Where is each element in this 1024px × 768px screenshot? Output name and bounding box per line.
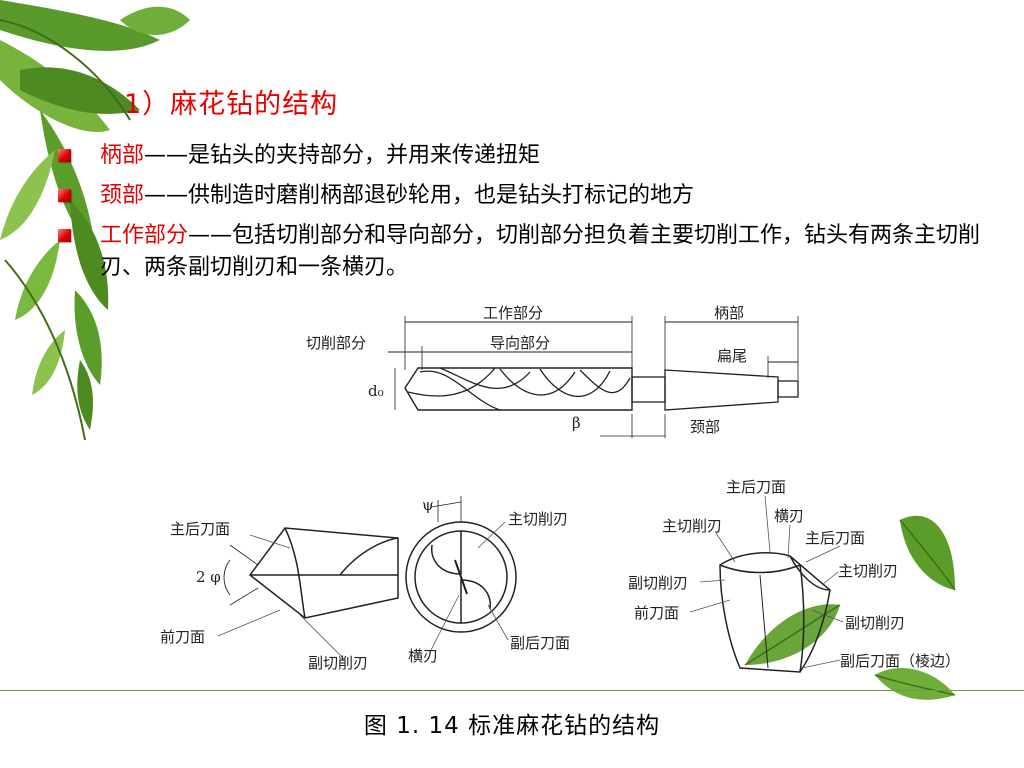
label-tang: 扁尾 [717, 347, 747, 365]
bullet-marker [58, 229, 71, 242]
bullet-working-part: 工作部分——包括切削部分和导向部分，切削部分担负着主要切削工作，钻头有两条主切削… [52, 220, 982, 284]
label-main-flank: 主后刀面 [170, 520, 230, 538]
bullet-shank: 柄部——是钻头的夹持部分，并用来传递扭矩 [52, 140, 982, 172]
desc-neck: ——供制造时磨削柄部退砂轮用，也是钻头打标记的地方 [144, 183, 695, 208]
bullet-marker [58, 149, 71, 162]
desc-working-part: ——包括切削部分和导向部分，切削部分担负着主要切削工作，钻头有两条主切削刃、两条… [100, 223, 981, 280]
term-shank: 柄部 [100, 143, 145, 168]
label-3d-minor-flank-edge: 副后刀面（棱边） [840, 652, 960, 670]
drill-tip-3d-view [719, 552, 831, 673]
desc-shank: ——是钻头的夹持部分，并用来传递扭矩 [144, 143, 541, 168]
label-3d-minor-cutting-edge-left: 副切削刃 [628, 574, 688, 592]
leaf-right-3 [874, 667, 956, 700]
label-minor-cutting-edge: 副切削刃 [308, 654, 368, 672]
label-minor-flank: 副后刀面 [510, 634, 570, 652]
drill-tip-end-view [405, 496, 517, 633]
drill-tip-side-view [223, 527, 399, 619]
label-diameter: d₀ [368, 382, 384, 400]
label-chisel-edge: 横刃 [408, 647, 438, 665]
label-guide-part: 导向部分 [490, 334, 550, 352]
label-3d-main-cutting-edge-left: 主切削刃 [662, 517, 722, 535]
label-psi: ψ [422, 496, 434, 514]
label-3d-main-flank-right: 主后刀面 [805, 529, 865, 547]
label-3d-chisel-edge: 横刃 [774, 507, 804, 525]
bullet-neck: 颈部——供制造时磨削柄部退砂轮用，也是钻头打标记的地方 [52, 180, 982, 212]
tip3d-leader-lines [689, 495, 844, 669]
bullet-list: 柄部——是钻头的夹持部分，并用来传递扭矩 颈部——供制造时磨削柄部退砂轮用，也是… [52, 140, 982, 292]
label-main-cutting-edge: 主切削刃 [508, 510, 568, 528]
label-3d-main-flank-top: 主后刀面 [726, 478, 786, 496]
term-working-part: 工作部分 [100, 223, 189, 248]
label-3d-main-cutting-edge-right: 主切削刃 [838, 562, 898, 580]
slide-title: 1）麻花钻的结构 [124, 89, 339, 120]
leaf-right-2 [744, 604, 841, 666]
drill-side-view [388, 316, 799, 438]
label-work-part: 工作部分 [483, 304, 543, 322]
label-rake-face: 前刀面 [160, 628, 205, 646]
leaf-right-1 [899, 515, 956, 591]
fern-leaves-top-left [0, 0, 190, 441]
label-neck: 颈部 [690, 418, 720, 436]
footer-divider [0, 690, 1024, 691]
label-beta: β [572, 414, 581, 432]
label-two-phi: 2 φ [196, 568, 221, 586]
label-3d-rake-face: 前刀面 [634, 604, 679, 622]
figure-caption: 图 1. 14 标准麻花钻的结构 [363, 713, 661, 739]
label-cutting-part: 切削部分 [306, 334, 366, 352]
bullet-marker [58, 189, 71, 202]
tip-leader-lines [217, 521, 509, 661]
label-shank: 柄部 [714, 304, 744, 322]
label-3d-minor-cutting-edge-right: 副切削刃 [845, 614, 905, 632]
term-neck: 颈部 [100, 183, 145, 208]
